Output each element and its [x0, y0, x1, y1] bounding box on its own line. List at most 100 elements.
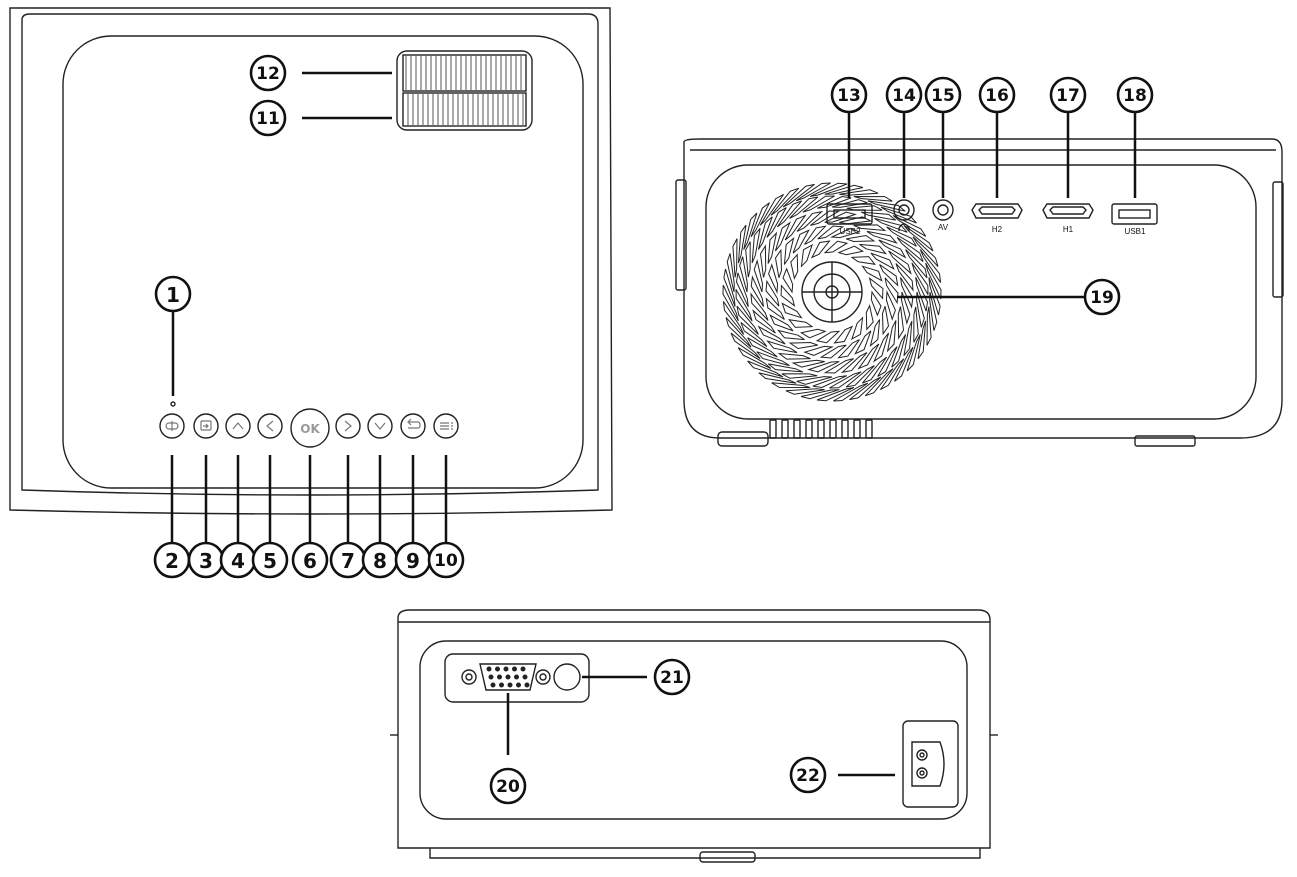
fan-slot — [768, 263, 779, 294]
vga-pin — [490, 682, 496, 688]
fan-slot — [917, 320, 927, 360]
left-button[interactable] — [257, 413, 283, 439]
usb2-label: USB2 — [840, 227, 861, 236]
right-button[interactable] — [335, 413, 361, 439]
hdmi2-port[interactable] — [971, 203, 1023, 219]
top-view-outer-body — [9, 7, 613, 515]
fan-slot — [829, 371, 862, 389]
power-socket[interactable] — [902, 720, 959, 808]
callout-4-number: 4 — [231, 549, 245, 573]
power-button[interactable] — [159, 413, 185, 439]
fan-grille — [722, 182, 942, 402]
fan-slot — [800, 389, 840, 400]
callout-11: 11 — [249, 99, 287, 137]
callout-12: 12 — [249, 54, 287, 92]
fan-slot — [804, 225, 827, 245]
headphone-jack[interactable] — [893, 199, 915, 221]
callout-1: 1 — [154, 275, 192, 313]
fan-slot — [891, 334, 907, 368]
up-button[interactable] — [225, 413, 251, 439]
fan-slot — [809, 182, 848, 197]
vga-pin — [499, 682, 505, 688]
back-view-leaders — [506, 675, 895, 777]
fan-slot — [795, 182, 831, 202]
callout-3-number: 3 — [199, 549, 213, 573]
fan-slot — [919, 249, 942, 283]
fan-slot — [879, 264, 899, 287]
fan-slot — [857, 343, 880, 370]
fan-slot — [788, 319, 814, 328]
fan-slot — [815, 330, 841, 344]
power-socket-inner — [911, 741, 945, 787]
fan-slot — [879, 358, 905, 391]
fan-slot — [767, 363, 804, 373]
vent-slot — [853, 419, 861, 439]
fan-slot — [758, 372, 797, 384]
source-icon — [200, 420, 212, 431]
callout-22-number: 22 — [796, 766, 820, 786]
fan-slot — [845, 365, 875, 388]
callout-16-number: 16 — [985, 86, 1009, 106]
fan-slot — [802, 195, 835, 213]
usb1-port[interactable] — [1111, 203, 1158, 225]
side-vents — [769, 419, 873, 439]
fan-slot — [869, 319, 881, 347]
ok-button-label: OK — [300, 422, 320, 436]
fan-slot — [803, 345, 834, 356]
back-panel — [419, 640, 968, 820]
fan-slot — [870, 290, 882, 317]
fan-slot — [736, 305, 759, 335]
fan-slot — [854, 330, 872, 355]
fan-slot — [823, 240, 849, 254]
menu-button[interactable] — [433, 413, 459, 439]
chevron-up-icon — [232, 422, 244, 430]
fan-slot — [726, 253, 735, 293]
down-button[interactable] — [367, 413, 393, 439]
fan-slot — [759, 193, 785, 226]
fan-slot — [853, 224, 887, 232]
hdmi1-port[interactable] — [1042, 203, 1094, 219]
av-jack[interactable] — [932, 199, 954, 221]
fan-slot — [781, 302, 803, 319]
chevron-down-icon — [374, 422, 386, 430]
callout-10: 10 — [427, 541, 465, 579]
callout-14: 14 — [885, 76, 923, 114]
fan-slot — [783, 237, 795, 265]
ok-button[interactable] — [290, 408, 330, 448]
callout-8: 8 — [361, 541, 399, 579]
vga-port[interactable] — [479, 663, 537, 691]
fan-slot — [837, 245, 865, 256]
fan-slot — [915, 276, 929, 312]
usb2-port[interactable] — [826, 203, 873, 225]
callout-9: 9 — [394, 541, 432, 579]
fan-slot — [877, 346, 898, 377]
fan-slot — [839, 216, 873, 225]
top-panel — [62, 35, 584, 489]
fan-slot — [862, 356, 888, 384]
callout-12-number: 12 — [256, 64, 280, 84]
keystone-wheel — [402, 92, 527, 127]
fan-slot — [865, 304, 874, 331]
fan-slot — [812, 375, 848, 389]
fan-slot — [790, 253, 799, 280]
fan-slot — [912, 236, 939, 267]
vga-pin — [503, 666, 509, 672]
source-button[interactable] — [193, 413, 219, 439]
back-button[interactable] — [400, 413, 426, 439]
callout-6: 6 — [291, 541, 329, 579]
vent-slot — [841, 419, 849, 439]
fan-slot — [739, 256, 748, 293]
h2-label: H2 — [992, 225, 1003, 234]
fan-slot — [867, 200, 906, 212]
callout-5-number: 5 — [263, 549, 277, 573]
callout-21-number: 21 — [660, 668, 684, 688]
fan-slot — [925, 262, 942, 300]
fan-slot — [833, 382, 869, 402]
fan-slot — [853, 196, 893, 202]
chevron-left-icon — [266, 420, 274, 432]
usb1-port-inner — [1118, 209, 1151, 219]
callout-2: 2 — [153, 541, 191, 579]
fan-slot — [926, 306, 932, 346]
